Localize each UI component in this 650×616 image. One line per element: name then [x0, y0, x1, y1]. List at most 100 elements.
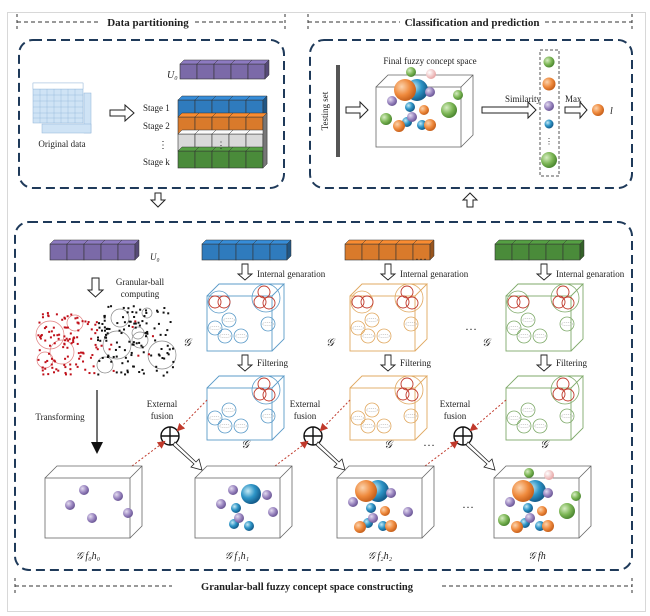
data-point	[171, 366, 174, 369]
data-point	[38, 349, 41, 352]
concept-ball	[262, 490, 272, 500]
data-point	[120, 332, 123, 335]
data-point	[126, 311, 129, 314]
concept-ball	[79, 485, 89, 495]
red-ball	[561, 388, 575, 402]
arrow-right-icon	[481, 100, 537, 120]
cube-top	[349, 375, 429, 389]
data-partitioning-panel	[18, 39, 285, 189]
red-ball	[360, 295, 374, 309]
concept-ball	[228, 485, 238, 495]
space-0	[44, 465, 143, 539]
u0-label: U₀	[167, 70, 178, 81]
data-point	[41, 366, 44, 369]
ball-equator	[560, 322, 574, 326]
data-point	[110, 305, 113, 308]
data-point	[141, 368, 144, 371]
data-point	[94, 332, 97, 335]
data-point	[144, 331, 147, 334]
data-point	[138, 371, 141, 374]
fusion-link	[131, 440, 166, 467]
data-point	[63, 326, 66, 329]
data-point	[97, 336, 100, 339]
data-point	[64, 339, 67, 342]
data-point	[133, 315, 136, 318]
block-cell	[252, 243, 271, 261]
granular-ball	[559, 316, 575, 332]
space-label-1: 𝒢 f₁h₁	[225, 551, 249, 562]
data-point	[137, 321, 140, 324]
data-point	[128, 324, 131, 327]
cube-front	[349, 387, 416, 441]
data-point	[50, 363, 53, 366]
data-point	[47, 314, 50, 317]
granular-ball	[207, 410, 223, 426]
data-point	[172, 360, 175, 363]
data-point	[50, 330, 53, 333]
data-point	[103, 329, 106, 332]
data-point	[107, 355, 110, 358]
arrow-down-icon	[236, 354, 254, 372]
concept-ball	[366, 503, 376, 513]
internal-generation-label: Internal genaration	[556, 269, 625, 279]
granular-ball	[516, 418, 532, 434]
section-title-classification: Classification and prediction	[405, 17, 540, 29]
data-point	[94, 343, 97, 346]
data-point	[124, 373, 127, 376]
concept-ball	[537, 506, 547, 516]
granular-ball	[96, 356, 114, 374]
data-point	[123, 328, 126, 331]
data-point	[55, 313, 58, 316]
data-point	[101, 356, 104, 359]
ellipsis-bottom: …	[462, 497, 474, 511]
block-cell	[230, 63, 249, 80]
candidate-ball	[544, 101, 554, 111]
result-ball	[592, 104, 604, 116]
concept-ball	[216, 499, 226, 509]
data-point	[140, 344, 143, 347]
data-point	[167, 312, 170, 315]
granular-ball	[35, 320, 65, 350]
concept-ball	[355, 480, 377, 502]
granular-ball	[516, 328, 532, 344]
fusion-link	[424, 440, 459, 467]
granular-ball	[350, 410, 366, 426]
data-point	[110, 343, 113, 346]
space-1	[194, 465, 293, 539]
data-point	[118, 329, 121, 332]
concept-ball	[406, 67, 416, 77]
ball-equator	[234, 424, 248, 428]
granular-ball	[532, 418, 548, 434]
data-point	[90, 328, 93, 331]
data-point	[63, 316, 66, 319]
concept-ball	[87, 513, 97, 523]
data-point	[132, 365, 135, 368]
data-point	[115, 355, 118, 358]
concept-ball	[498, 514, 510, 526]
data-point	[48, 352, 51, 355]
concept-ball	[505, 497, 515, 507]
concept-ball	[387, 96, 397, 106]
data-point	[88, 372, 91, 375]
ball-equator	[218, 424, 232, 428]
data-point	[103, 319, 106, 322]
red-ball	[253, 387, 267, 401]
data-point	[131, 311, 134, 314]
granular-ball	[102, 330, 132, 360]
concept-ball	[380, 113, 392, 125]
data-point	[131, 325, 134, 328]
data-point	[98, 360, 101, 363]
data-point	[157, 353, 160, 356]
ball-equator	[377, 334, 391, 338]
granular-ball	[260, 316, 276, 332]
red-ball	[253, 295, 267, 309]
data-point	[115, 341, 118, 344]
data-point	[49, 336, 52, 339]
stage-2-label: Stage 2	[143, 121, 170, 131]
cube-front	[349, 295, 416, 352]
cube-side	[570, 376, 584, 441]
data-point	[64, 366, 67, 369]
granular-ball	[364, 312, 380, 328]
fusion-link	[319, 399, 351, 432]
data-point	[76, 342, 79, 345]
